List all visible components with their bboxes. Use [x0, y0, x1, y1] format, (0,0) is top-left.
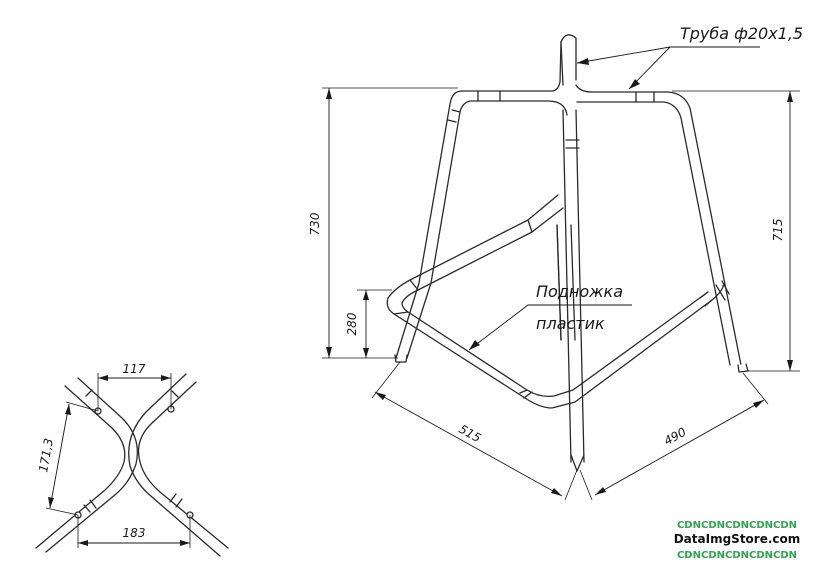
detail-dimensions: [45, 373, 191, 548]
top-cross: [418, 34, 742, 366]
dim-detail-top: 117: [123, 362, 146, 376]
watermark: CDNCDNCDNCDNCDN DataImgStore.com CDNCDNC…: [674, 520, 801, 561]
dim-footrest-height: 280: [345, 312, 359, 335]
dimension-lines: [322, 46, 800, 501]
dim-detail-bottom: 183: [123, 526, 146, 540]
dim-total-height: 730: [308, 212, 322, 235]
watermark-line3: CDNCDNCDNCDNCDN: [677, 550, 797, 561]
left-leg: [395, 282, 432, 359]
dim-detail-side: 171,3: [36, 437, 56, 473]
callout-footrest-line2: пластик: [536, 314, 605, 333]
watermark-line1: CDNCDNCDNCDNCDN: [677, 520, 797, 531]
stool-frame: [386, 34, 749, 472]
footrest-ring: [386, 194, 730, 409]
callout-footrest-line1: Подножка: [536, 282, 623, 301]
watermark-line2: DataImgStore.com: [674, 532, 801, 546]
dim-base-front: 515: [457, 422, 484, 445]
dim-leg-height: 715: [771, 219, 785, 242]
foot-cap-left: [394, 354, 408, 363]
foot-cap-right: [737, 363, 749, 373]
callout-tube-spec: Труба ф20х1,5: [680, 24, 803, 43]
